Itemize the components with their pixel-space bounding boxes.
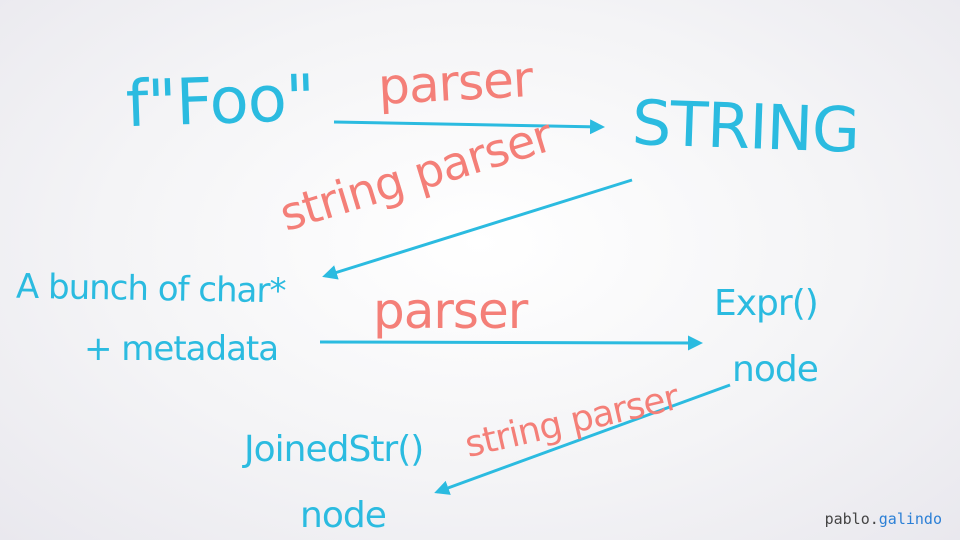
joinedstr-node-line2: node bbox=[300, 495, 387, 536]
author-dot: . bbox=[869, 510, 879, 528]
author-first: pablo bbox=[824, 510, 870, 528]
expr-node-line1: Expr() bbox=[714, 283, 819, 324]
author-last: galindo bbox=[878, 510, 942, 528]
parser-label-middle: parser bbox=[373, 282, 528, 340]
arrow-string-to-chars bbox=[322, 178, 633, 280]
fstring-literal: f"Foo" bbox=[124, 61, 316, 143]
joinedstr-node-line1: JoinedStr() bbox=[244, 429, 424, 470]
char-data-line1: A bunch of char* bbox=[15, 266, 286, 312]
arrow-expr-to-joinedstr bbox=[434, 383, 731, 495]
arrow-chars-to-expr bbox=[319, 335, 703, 351]
author-credit: pablo.galindo bbox=[825, 510, 942, 528]
expr-node-line2: node bbox=[732, 349, 819, 390]
parser-label-top: parser bbox=[376, 50, 534, 116]
arrow-fstring-to-string bbox=[333, 119, 605, 135]
string-token: STRING bbox=[630, 86, 861, 167]
char-data-line2: + metadata bbox=[84, 329, 279, 369]
